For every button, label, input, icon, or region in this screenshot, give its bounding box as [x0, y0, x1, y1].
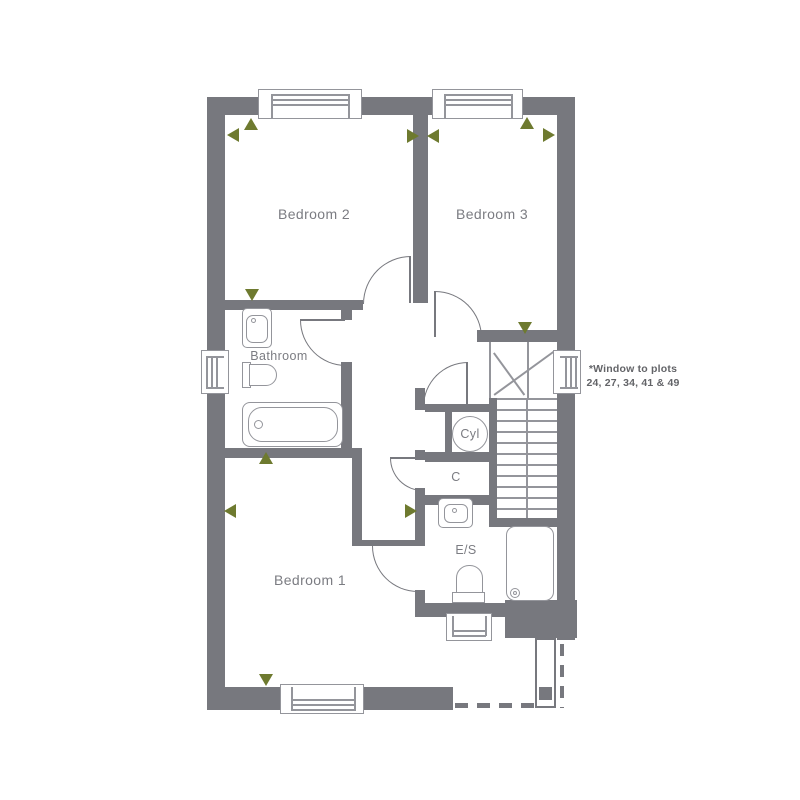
bedroom2-label: Bedroom 2 — [277, 206, 351, 222]
cupboard-door-swing — [390, 458, 423, 491]
dimension-arrow-up-icon — [244, 118, 258, 130]
wall-bedroom2-south — [225, 300, 363, 310]
ensuite-label: E/S — [455, 543, 477, 557]
wall-bedroom3-south — [477, 330, 561, 342]
shower-drain-dot-icon — [513, 591, 517, 595]
wall-bathroom-east-stub — [341, 300, 352, 320]
dashed-outline-vertical — [560, 644, 564, 708]
wall-stairs-south — [489, 518, 557, 527]
bathroom-label: Bathroom — [250, 349, 308, 363]
dashed-outline-horizontal — [455, 703, 535, 708]
wall-cylinder-top — [447, 404, 492, 412]
dimension-arrow-down-icon — [518, 322, 532, 334]
bedroom1-window — [280, 684, 364, 714]
wall-stairs-west — [489, 398, 497, 527]
wall-bathroom-east — [341, 362, 352, 448]
cylinder-door-swing — [423, 362, 468, 407]
bathroom-sink-basin-icon — [246, 315, 268, 343]
dimension-arrow-right-icon — [405, 504, 417, 518]
stairs-west-edge — [489, 342, 491, 398]
bedroom2-window — [258, 89, 362, 119]
ensuite-sink-basin-icon — [444, 504, 468, 523]
bedroom3-window — [432, 89, 523, 119]
window-plots-annotation: *Window to plots 24, 27, 34, 41 & 49 — [586, 362, 679, 390]
stairs-break-line — [493, 350, 556, 396]
bedroom1-door-swing — [372, 546, 418, 592]
wall-left — [207, 97, 225, 710]
dimension-arrow-down-icon — [245, 289, 259, 301]
bath-tub-inner-icon — [248, 407, 338, 442]
wall-bathroom-south — [225, 448, 352, 458]
cylinder-label: Cyl — [460, 427, 480, 441]
wall-cylinder-west — [445, 412, 452, 452]
flue-block — [539, 687, 552, 700]
dimension-arrow-left-icon — [224, 504, 236, 518]
bedroom2-door-swing — [363, 256, 411, 304]
wall-bedroom1-door-head — [362, 540, 425, 546]
wall-corridor-east — [415, 388, 425, 410]
dimension-arrow-down-icon — [259, 674, 273, 686]
stairs-center-line — [526, 398, 528, 518]
bathroom-toilet-icon — [249, 364, 277, 386]
wall-cylinder-link — [425, 404, 449, 412]
dimension-arrow-right-icon — [407, 129, 419, 143]
dimension-arrow-left-icon — [427, 129, 439, 143]
wall-corridor-west — [352, 448, 362, 546]
wall-cupboard-west-upper — [415, 450, 425, 460]
bathroom-tap-icon — [251, 318, 256, 323]
window-plots-annotation-line2: 24, 27, 34, 41 & 49 — [586, 377, 680, 389]
ensuite-window — [446, 613, 492, 641]
dimension-arrow-up-icon — [259, 452, 273, 464]
bathroom-window — [201, 350, 229, 394]
stairs-window — [553, 350, 581, 394]
ensuite-tap-icon — [452, 508, 457, 513]
wall-cylinder-south — [425, 452, 492, 462]
window-plots-annotation-line1: *Window to plots — [588, 363, 678, 375]
wall-bedroom-divider — [413, 115, 428, 303]
cupboard-label: C — [451, 470, 461, 484]
dimension-arrow-left-icon — [227, 128, 239, 142]
bath-tap-icon — [254, 420, 263, 429]
bedroom3-label: Bedroom 3 — [455, 206, 529, 222]
bedroom1-label: Bedroom 1 — [273, 572, 347, 588]
ensuite-cistern-icon — [452, 592, 485, 603]
bedroom3-door-swing — [435, 291, 482, 338]
wall-southeast-block — [505, 600, 577, 638]
dimension-arrow-up-icon — [520, 117, 534, 129]
dimension-arrow-right-icon — [543, 128, 555, 142]
wall-ensuite-west-upper — [415, 505, 425, 546]
cylinder-icon — [452, 416, 488, 452]
